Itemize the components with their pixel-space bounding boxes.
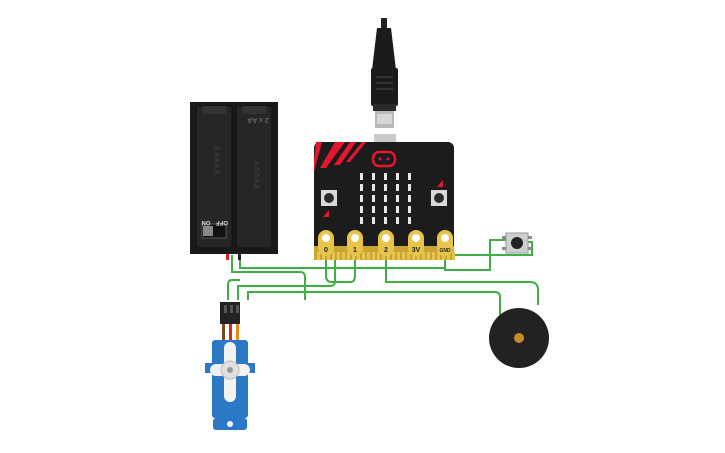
led	[396, 206, 399, 213]
edge-tooth	[417, 252, 420, 260]
button-b-indicator-icon	[437, 180, 443, 187]
led	[396, 195, 399, 202]
led	[396, 173, 399, 180]
led	[360, 195, 363, 202]
edge-tooth	[392, 252, 395, 260]
battery-pack[interactable]: 2 x AA AAAAA AAAAA OFF ON	[190, 102, 278, 260]
edge-tooth	[357, 252, 360, 260]
edge-tooth	[402, 252, 405, 260]
led	[372, 184, 375, 191]
edge-tooth	[317, 252, 320, 260]
wire-pin2-buzzer[interactable]	[385, 258, 539, 305]
pin-label: GND	[439, 248, 451, 254]
wire-gnd-button[interactable]	[444, 239, 506, 271]
edge-tooth	[407, 252, 410, 260]
edge-tooth	[342, 252, 345, 260]
edge-connector	[317, 252, 455, 260]
pin-label: 1	[353, 247, 357, 254]
edge-tooth	[362, 252, 365, 260]
edge-tooth	[367, 252, 370, 260]
led	[408, 195, 411, 202]
wire-gnd-buzzer[interactable]	[247, 291, 501, 318]
wire-pin0-pin1[interactable]	[325, 258, 356, 283]
switch-off-label: OFF	[216, 219, 228, 225]
usb-cable-icon[interactable]	[371, 18, 398, 142]
piezo-buzzer-icon[interactable]	[489, 308, 549, 368]
edge-tooth	[382, 252, 385, 260]
edge-tooth	[372, 252, 375, 260]
led	[408, 184, 411, 191]
servo-motor-icon[interactable]	[205, 302, 255, 430]
button-a[interactable]	[321, 190, 337, 206]
led	[408, 206, 411, 213]
wire-battery-plus[interactable]	[231, 255, 306, 300]
led	[360, 184, 363, 191]
edge-tooth	[422, 252, 425, 260]
led	[360, 217, 363, 224]
led	[384, 195, 387, 202]
edge-tooth	[347, 252, 350, 260]
edge-tooth	[332, 252, 335, 260]
edge-tooth	[377, 252, 380, 260]
pin-3v[interactable]: 3V	[408, 230, 424, 256]
pin-label: 3V	[412, 247, 421, 254]
led	[372, 173, 375, 180]
pushbutton-icon[interactable]	[502, 232, 532, 254]
led	[384, 184, 387, 191]
button-a-indicator-icon	[323, 210, 329, 217]
led	[384, 217, 387, 224]
pin-2[interactable]: 2	[378, 230, 394, 256]
logo-touch-icon[interactable]	[371, 150, 397, 168]
edge-tooth	[352, 252, 355, 260]
microbit-board[interactable]: 0 1 2 3V GND	[314, 142, 455, 260]
led	[372, 217, 375, 224]
pin-1[interactable]: 1	[347, 230, 363, 256]
edge-tooth	[412, 252, 415, 260]
pin-label: 2	[384, 247, 388, 254]
pin-gnd[interactable]: GND	[437, 230, 453, 256]
led	[396, 217, 399, 224]
led	[408, 217, 411, 224]
led	[360, 206, 363, 213]
edge-tooth	[452, 252, 455, 260]
switch-on-label: ON	[202, 219, 211, 225]
battery-cell-label-2: AAAAA	[252, 161, 261, 190]
edge-tooth	[337, 252, 340, 260]
edge-tooth	[437, 252, 440, 260]
battery-label: 2 x AA	[247, 116, 269, 123]
edge-tooth	[427, 252, 430, 260]
edge-tooth	[387, 252, 390, 260]
led	[372, 206, 375, 213]
edge-tooth	[327, 252, 330, 260]
edge-tooth	[397, 252, 400, 260]
wire-battery-minus[interactable]	[227, 279, 240, 300]
battery-cell-label-1: AAAAA	[212, 146, 221, 175]
edge-tooth	[447, 252, 450, 260]
edge-tooth	[432, 252, 435, 260]
button-b[interactable]	[431, 190, 447, 206]
pin-0[interactable]: 0	[318, 230, 334, 256]
led	[384, 206, 387, 213]
wires	[227, 239, 539, 318]
led	[408, 173, 411, 180]
led	[360, 173, 363, 180]
led	[372, 195, 375, 202]
led	[384, 173, 387, 180]
pin-label: 0	[324, 247, 328, 254]
led-matrix	[360, 173, 411, 224]
edge-tooth	[442, 252, 445, 260]
edge-tooth	[322, 252, 325, 260]
wire-servo-signal[interactable]	[237, 258, 336, 300]
led	[396, 184, 399, 191]
